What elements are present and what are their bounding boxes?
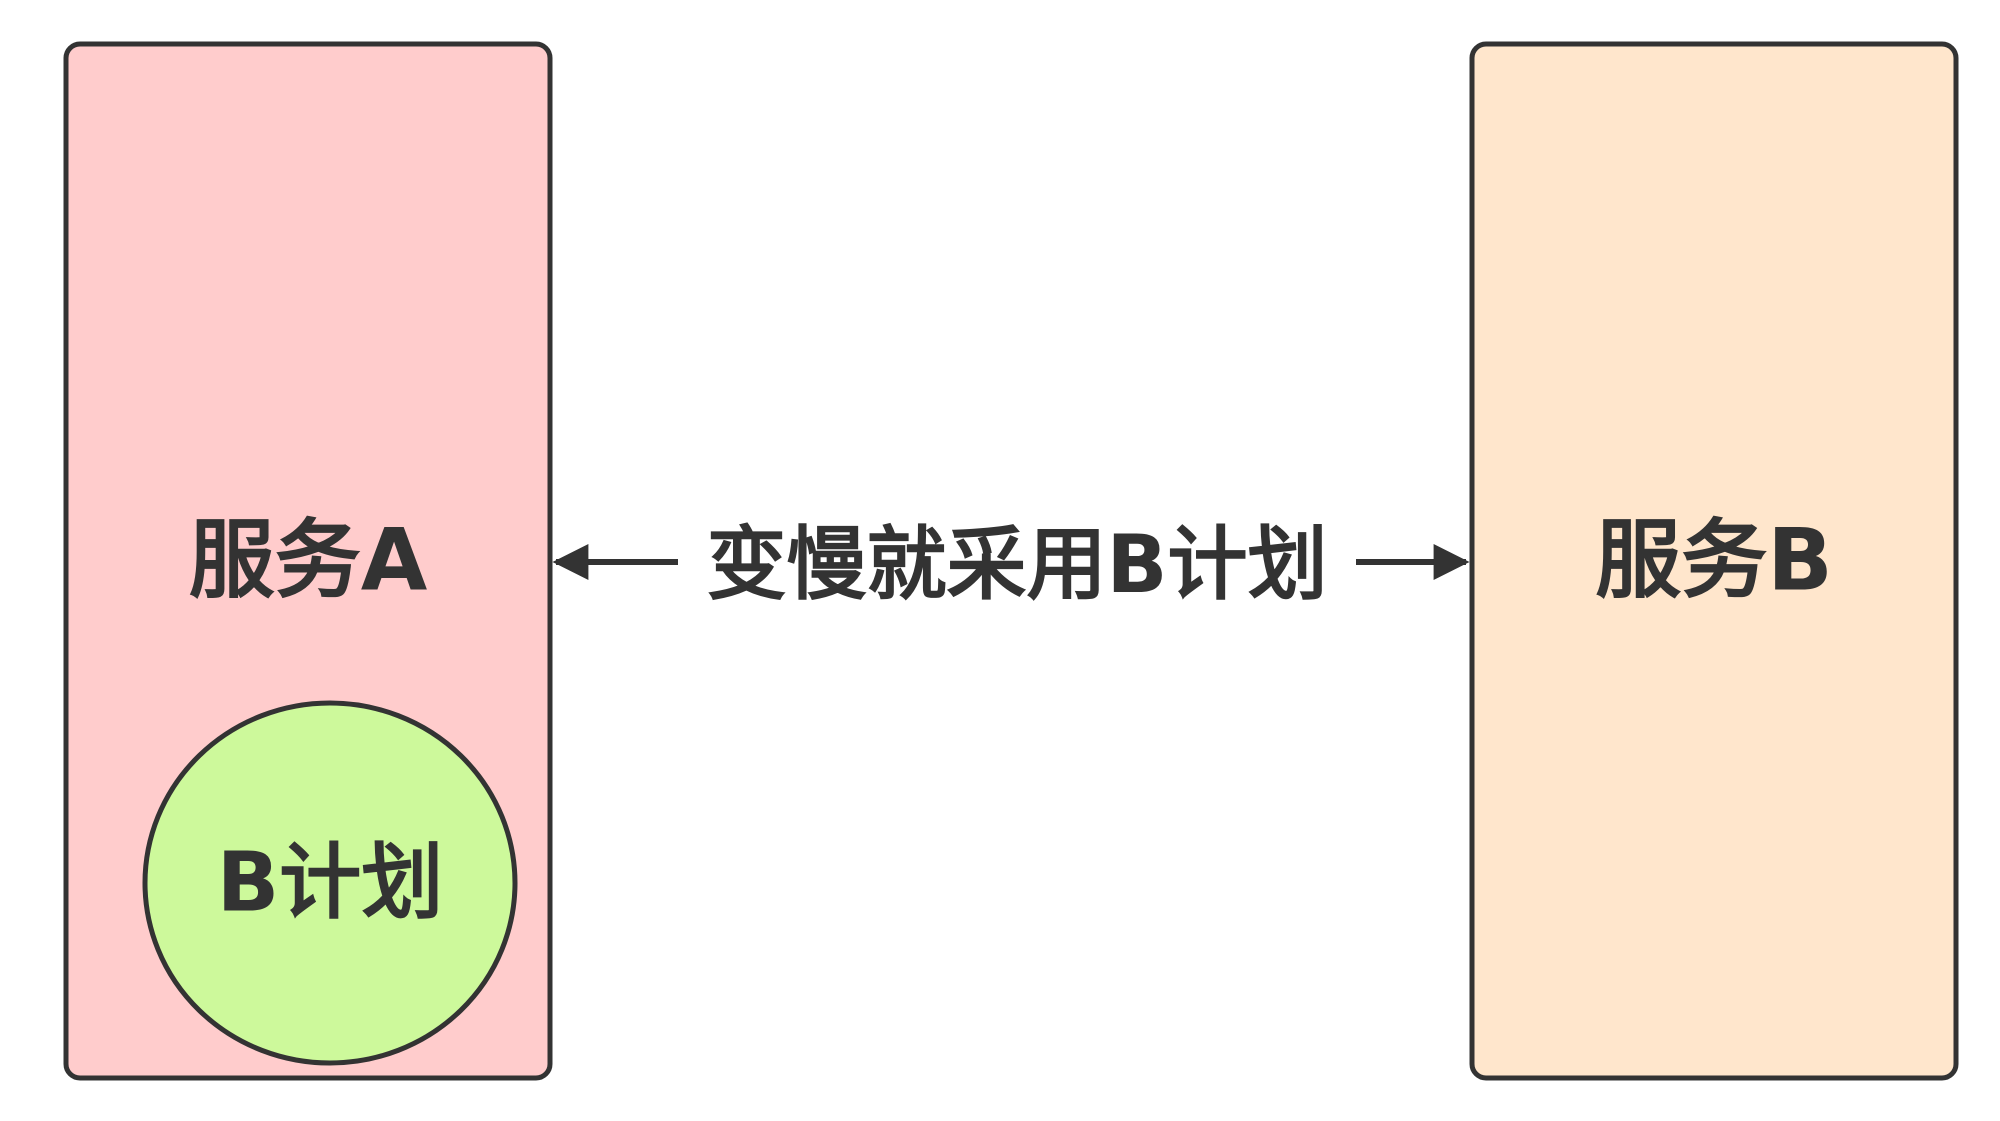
service-b-node: 服务B (1469, 41, 1959, 1081)
connector-label: 变慢就采用B计划 (707, 518, 1328, 611)
service-a-label: 服务A (189, 510, 428, 610)
service-b-label: 服务B (1595, 510, 1833, 610)
plan-b-node: B计划 (142, 700, 518, 1066)
connector-edge: 变慢就采用B计划 (552, 518, 1470, 611)
plan-b-circle (142, 700, 518, 1066)
service-b-box (1469, 41, 1959, 1081)
plan-b-label: B计划 (217, 835, 444, 930)
